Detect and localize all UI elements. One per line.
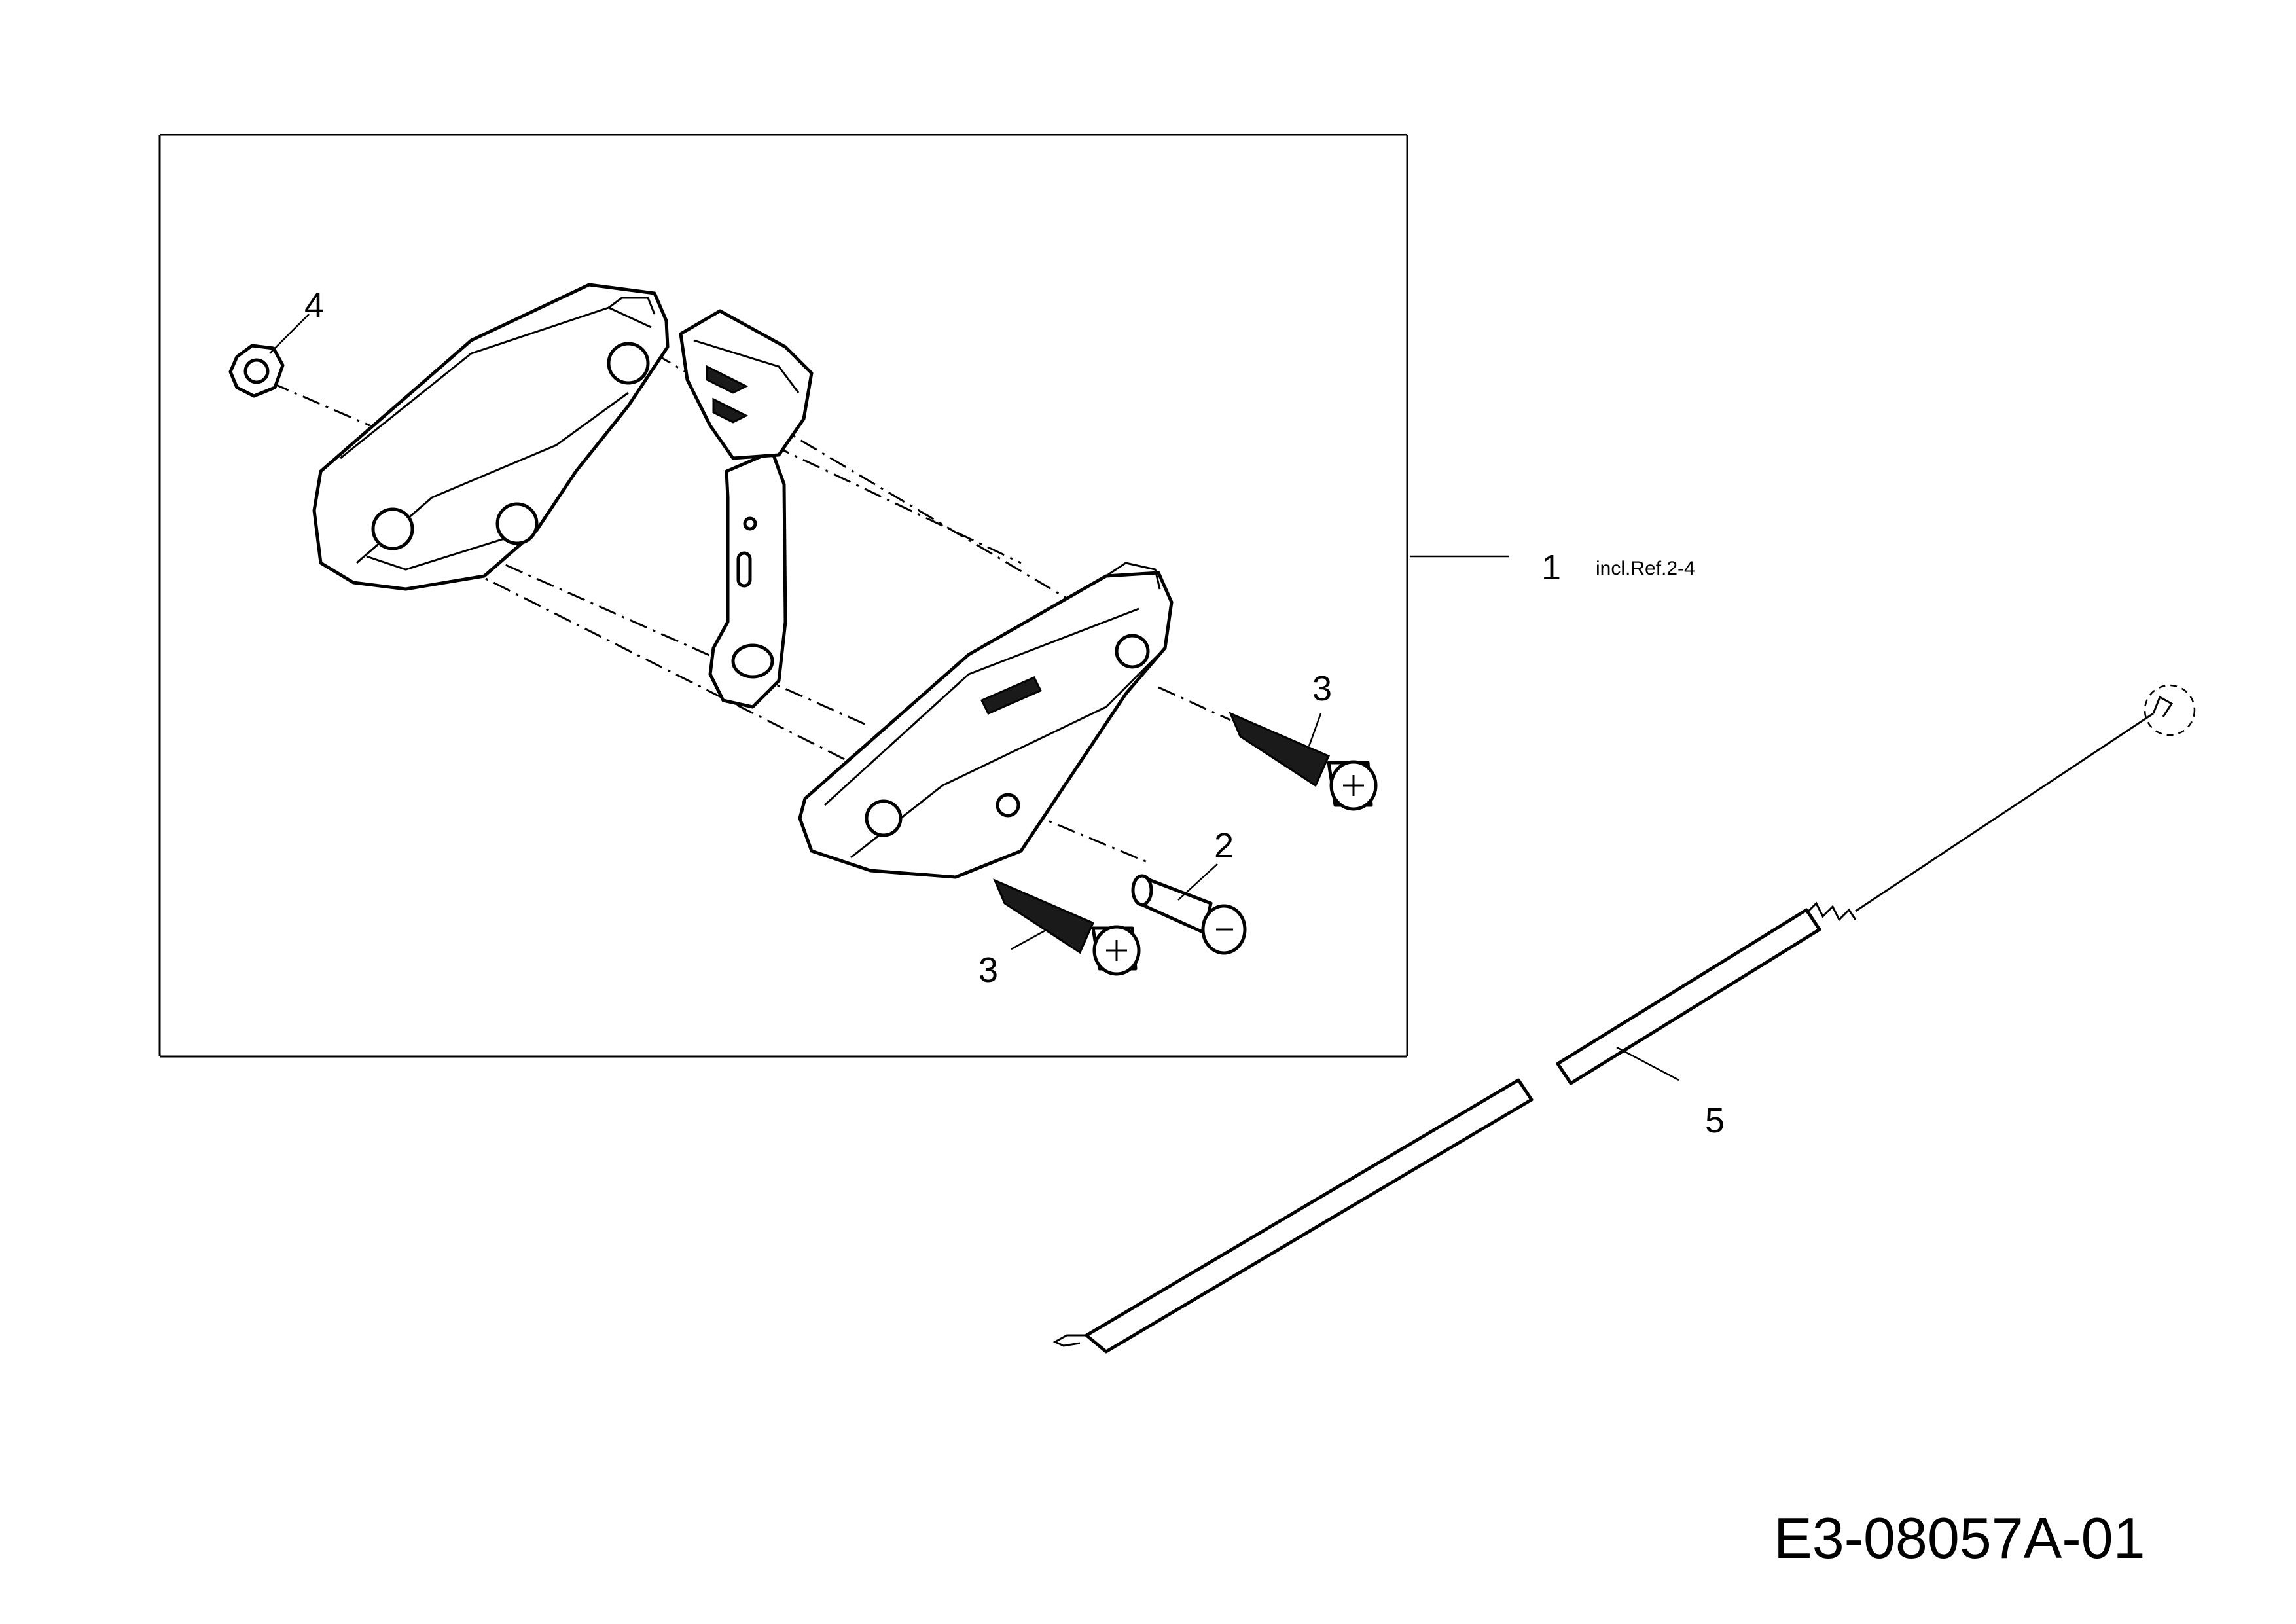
callout-1-note: incl.Ref.2-4 xyxy=(1596,558,1695,579)
screw-upper xyxy=(1229,712,1378,811)
lever-housing-right-half xyxy=(798,562,1174,879)
callout-1: 1 xyxy=(1541,548,1561,587)
pin-bolt xyxy=(1131,874,1247,955)
callout-5: 5 xyxy=(1705,1101,1725,1140)
callout-2: 2 xyxy=(1214,826,1234,865)
leader-lines xyxy=(269,314,1679,1081)
hex-nut xyxy=(228,344,285,398)
callout-4: 4 xyxy=(304,286,324,325)
assembly-frame xyxy=(158,134,1408,1058)
bowden-cable xyxy=(1052,684,2196,1354)
callout-3-lower: 3 xyxy=(978,950,998,990)
drawing-code: E3-08057A-01 xyxy=(1774,1506,2145,1570)
screw-lower xyxy=(993,878,1141,976)
lever-housing-left-half xyxy=(312,283,670,591)
callout-3-upper: 3 xyxy=(1312,669,1332,708)
control-lever xyxy=(679,309,814,709)
